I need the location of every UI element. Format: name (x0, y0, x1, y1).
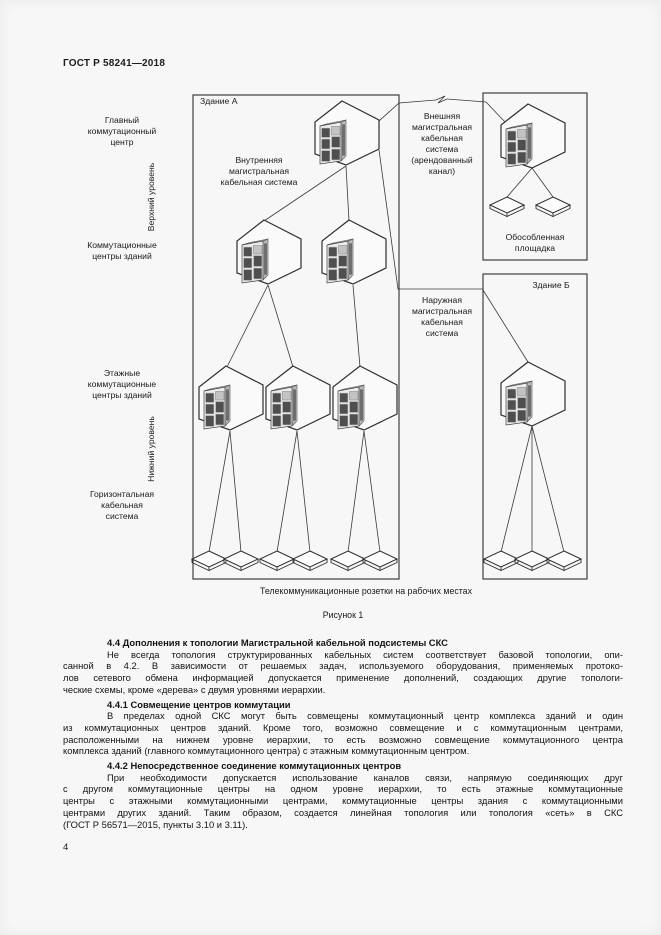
paragraph-4-4-1: В пределах одной СКС могут быть совмещен… (63, 710, 623, 757)
floor-cross-connects-label: Этажные коммутационные центры зданий (87, 368, 157, 400)
telecom-outlet-icon (362, 550, 398, 571)
telecom-outlet-icon (191, 550, 227, 571)
isolated-site-node-icon (500, 103, 566, 169)
building-b-node-icon (500, 361, 566, 427)
body-text: 4.4 Дополнения к топологии Магистральной… (63, 634, 623, 830)
section-4-4-1-heading: 4.4.1 Совмещение центров коммутации (107, 698, 291, 710)
text-line: расположенными на нижнем уровне иерархии… (63, 733, 623, 745)
telecom-outlet-icon (292, 550, 328, 571)
text-line: ческие схемы, кроме «дерева» с двумя уро… (63, 683, 326, 695)
building-cross-connects-label: Коммутационные центры зданий (87, 240, 157, 261)
text-line: комплекса зданий (главного коммутационно… (63, 745, 470, 757)
outdoor-backbone-label: Наружная магистральная кабельная система (411, 295, 473, 338)
text-line: санной в 4.2. В зависимости от решаемых … (63, 660, 623, 672)
telecom-outlet-icon (514, 550, 550, 571)
floor-cross-connect-node-icon (265, 365, 331, 431)
connection-lines (208, 95, 565, 553)
main-cross-connect-label: Главный коммутационный центр (87, 115, 157, 147)
lower-level-label: Нижний уровень (146, 416, 156, 482)
telecom-outlet-icon (483, 550, 519, 571)
horizontal-cabling-label: Горизонтальная кабельная система (89, 489, 155, 521)
section-4-4-heading: 4.4 Дополнения к топологии Магистральной… (107, 637, 448, 648)
text-line: лов сетевого обмена информацией допускае… (63, 672, 623, 684)
telecom-outlet-icon (546, 550, 582, 571)
telecom-outlet-icon (259, 550, 295, 571)
internal-backbone-label: Внутренняя магистральная кабельная систе… (220, 155, 298, 187)
line-break-icon (435, 95, 448, 104)
page-number: 4 (63, 842, 69, 853)
text-line: При необходимости допускается использова… (107, 771, 623, 783)
telecom-outlet-icon (535, 196, 571, 217)
building-b-box (482, 273, 588, 580)
text-line: из коммутационных центров зданий. Кроме … (63, 721, 623, 733)
paragraph-4-4: Не всегда топология структурированных ка… (63, 649, 623, 696)
page-title: ГОСТ Р 58241—2018 (63, 58, 166, 69)
figure-number-caption: Рисунок 1 (322, 610, 364, 620)
telecom-outlet-icon (223, 550, 259, 571)
text-line: с другом коммутационные центры на одном … (63, 783, 623, 795)
text-line: центрами других зданий. Таким образом, с… (63, 806, 623, 818)
upper-level-label: Верхний уровень (146, 162, 156, 232)
isolated-site-box (482, 92, 588, 261)
text-line: В пределах одной СКС могут быть совмещен… (107, 710, 623, 722)
text-line: Не всегда топология структурированных ка… (107, 648, 623, 660)
building-a-box (192, 94, 400, 580)
floor-cross-connect-node-icon (332, 365, 398, 431)
building-b-label: Здание Б (532, 280, 570, 290)
outlets-caption: Телекоммуникационные розетки на рабочих … (260, 586, 472, 596)
floor-cross-connect-node-icon (198, 365, 264, 431)
building-cross-connect-node-icon (236, 219, 302, 285)
external-backbone-label: Внешняя магистральная кабельная система … (411, 111, 473, 176)
building-a-label: Здание А (200, 96, 238, 106)
telecom-outlet-icon (489, 196, 525, 217)
building-cross-connect-node-icon (321, 219, 387, 285)
isolated-site-label: Обособленная площадка (505, 232, 565, 253)
telecom-outlet-icon (330, 550, 366, 571)
text-line: центры с этажными коммутационными центра… (63, 795, 623, 807)
section-4-4-2-heading: 4.4.2 Непосредственное соединение коммут… (107, 760, 402, 772)
paragraph-4-4-2: При необходимости допускается использова… (63, 772, 623, 831)
text-line: (ГОСТ Р 56571—2015, пункты 3.10 и 3.11). (63, 818, 248, 830)
